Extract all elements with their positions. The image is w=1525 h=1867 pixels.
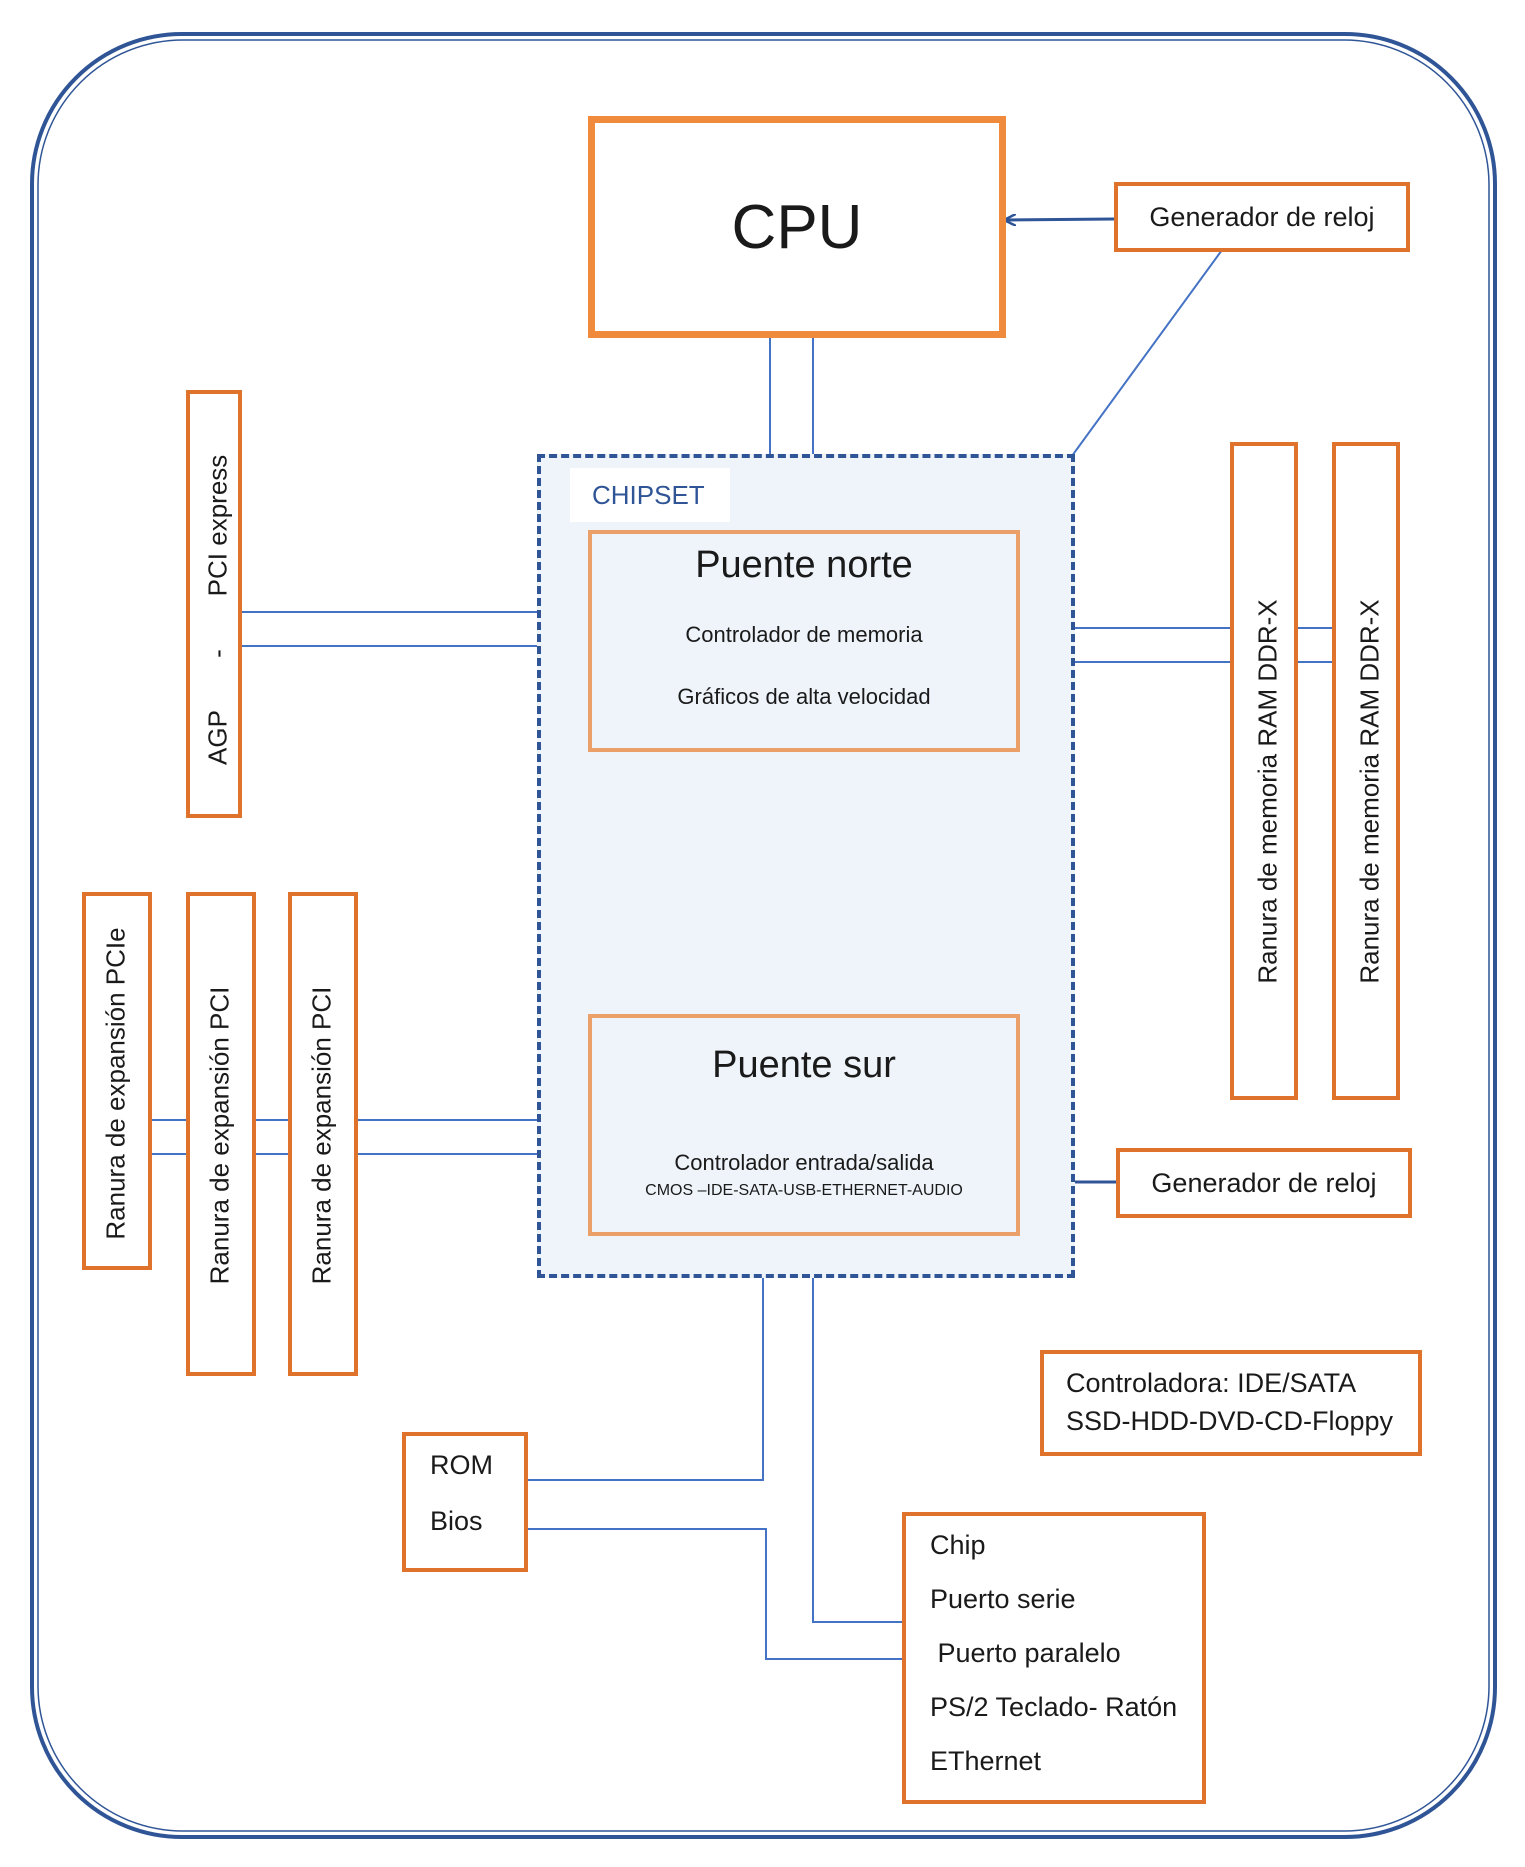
outer-frame	[30, 32, 1497, 1839]
expansion-slot-pci-2-label: Ranura de expansión PCI	[306, 986, 337, 1285]
clock-generator-top-label: Generador de reloj	[1149, 201, 1375, 232]
agp-pci-express-slot: AGP - PCI express	[186, 390, 242, 818]
south-bridge-line2: CMOS –IDE-SATA-USB-ETHERNET-AUDIO	[645, 1182, 963, 1199]
io-item-serial-port: Puerto serie	[930, 1584, 1076, 1614]
clock-generator-bottom-label: Generador de reloj	[1151, 1167, 1377, 1198]
outer-frame-inner	[37, 39, 1490, 1832]
south-rom-line	[528, 1238, 764, 1481]
south-bridge-box: Puente sur Controlador entrada/salida CM…	[588, 1014, 1020, 1236]
rom-bios-box: ROM Bios	[402, 1432, 528, 1572]
clock-generator-bottom: Generador de reloj	[1116, 1148, 1412, 1218]
clock-generator-top: Generador de reloj	[1114, 182, 1410, 252]
bios-label: Bios	[430, 1506, 483, 1536]
pci-express-label: PCI express	[202, 454, 233, 597]
ide-sata-line2: SSD-HDD-DVD-CD-Floppy	[1066, 1406, 1394, 1436]
south-io-line	[812, 1238, 904, 1623]
ide-sata-line1: Controladora: IDE/SATA	[1066, 1368, 1357, 1398]
clock-cpu-arrow	[1006, 219, 1115, 220]
expansion-slot-pci-1: Ranura de expansión PCI	[186, 892, 256, 1376]
io-item-ethernet: EThernet	[930, 1746, 1042, 1776]
north-bridge-line2: Gráficos de alta velocidad	[677, 684, 931, 709]
north-bridge-line1: Controlador de memoria	[685, 622, 923, 647]
expansion-slot-pci-1-label: Ranura de expansión PCI	[204, 986, 235, 1285]
cpu-box: CPU	[588, 116, 1006, 338]
io-item-parallel-port: Puerto paralelo	[930, 1638, 1121, 1668]
io-chip-box: Chip Puerto serie Puerto paralelo PS/2 T…	[902, 1512, 1206, 1804]
io-item-chip: Chip	[930, 1530, 986, 1560]
rom-label: ROM	[430, 1450, 493, 1480]
io-item-ps2: PS/2 Teclado- Ratón	[930, 1692, 1178, 1722]
expansion-slot-pci-2: Ranura de expansión PCI	[288, 892, 358, 1376]
ram-slot-2: Ranura de memoria RAM DDR-X	[1332, 442, 1400, 1100]
ram-slot-1-label: Ranura de memoria RAM DDR-X	[1252, 599, 1283, 984]
north-bridge-box: Puente norte Controlador de memoria Gráf…	[588, 530, 1020, 752]
cpu-label: CPU	[731, 192, 863, 262]
rom-io-line	[528, 1528, 904, 1660]
south-bridge-title: Puente sur	[712, 1044, 896, 1086]
agp-dash: -	[202, 649, 233, 658]
south-bridge-line1: Controlador entrada/salida	[674, 1150, 934, 1175]
ram-slot-1: Ranura de memoria RAM DDR-X	[1230, 442, 1298, 1100]
expansion-slot-pcie-label: Ranura de expansión PCIe	[100, 927, 131, 1240]
chipset-label: CHIPSET	[570, 468, 730, 522]
north-bridge-title: Puente norte	[695, 544, 913, 586]
ram-slot-2-label: Ranura de memoria RAM DDR-X	[1354, 599, 1385, 984]
expansion-slot-pcie: Ranura de expansión PCIe	[82, 892, 152, 1270]
ide-sata-controller-box: Controladora: IDE/SATA SSD-HDD-DVD-CD-Fl…	[1040, 1350, 1422, 1456]
